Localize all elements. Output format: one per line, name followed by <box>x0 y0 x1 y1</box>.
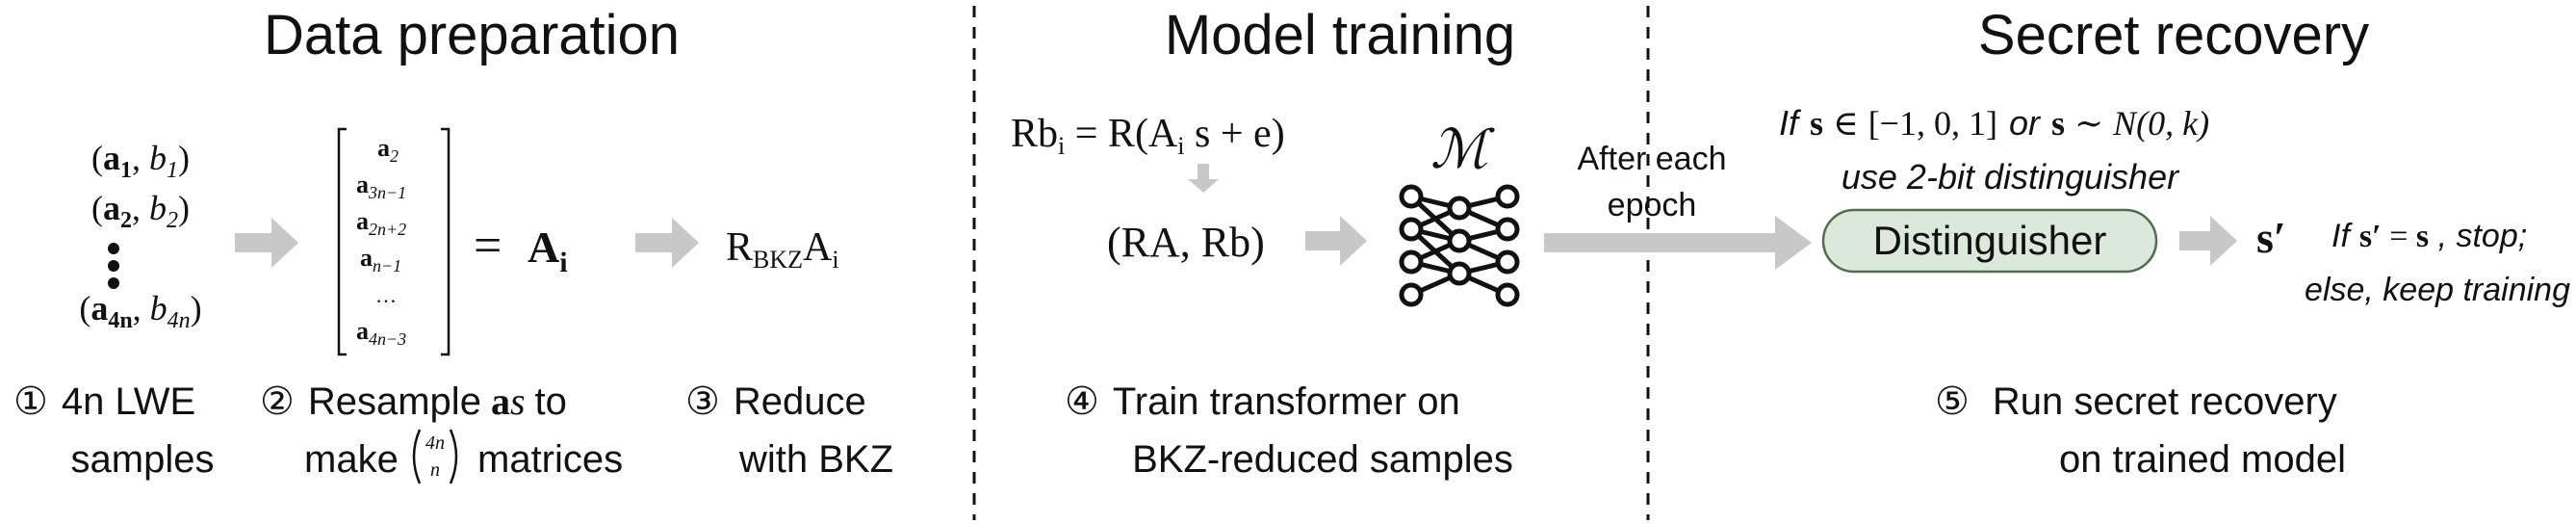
section-title-model-training: Model training <box>1165 4 1515 66</box>
binom-bottom: n <box>430 459 440 481</box>
svg-text:①4n LWE: ①4n LWE <box>13 380 195 423</box>
vdot-3 <box>108 277 119 289</box>
matrix-row-6: a4n−3 <box>356 317 406 349</box>
arrow-matrix-to-reduced <box>635 218 699 268</box>
arrow-input-to-model <box>1305 216 1367 266</box>
training-input: (RA, Rb) <box>1107 219 1265 266</box>
arrow-distinguisher-to-output <box>2179 216 2237 266</box>
step-5-number: ⑤ <box>1935 380 1970 423</box>
sample-row-1: (a1, b1) <box>91 139 190 183</box>
svg-text:on trained model: on trained model <box>2059 438 2346 481</box>
matrix-equals: = <box>474 219 502 274</box>
stop-note-line2: else, keep training <box>2305 272 2570 308</box>
distinguisher-label: Distinguisher <box>1873 218 2107 263</box>
svg-text:make: make <box>304 438 399 481</box>
output-s-prime: s′ <box>2256 213 2286 262</box>
binom-top: 4n <box>425 432 445 454</box>
svg-text:with BKZ: with BKZ <box>738 438 893 481</box>
step-4-number: ④ <box>1065 380 1099 423</box>
svg-text:matrices: matrices <box>477 438 623 481</box>
training-equation: Rbi = R(Ai s + e) <box>1011 112 1285 160</box>
arrow-samples-to-matrix <box>235 218 298 268</box>
condition-line2: use 2-bit distinguisher <box>1842 157 2180 196</box>
svg-text:samples: samples <box>71 438 215 481</box>
arrow-model-to-distinguisher <box>1544 216 1812 270</box>
matrix-bracket-right <box>441 127 451 356</box>
vdot-1 <box>108 243 119 254</box>
matrix-rhs-Ai: Ai <box>528 223 568 278</box>
matrix-row-2: a3n−1 <box>356 170 406 202</box>
section-title-data-preparation: Data preparation <box>264 4 680 66</box>
svg-text:BKZ-reduced samples: BKZ-reduced samples <box>1132 438 1513 481</box>
after-epoch-line2: epoch <box>1608 187 1697 223</box>
model-symbol: ℳ <box>1430 120 1495 180</box>
sample-row-2: (a2, b2) <box>91 189 190 233</box>
section-title-secret-recovery: Secret recovery <box>1978 4 2369 66</box>
sample-row-4n: (a4n, b4n) <box>79 289 201 333</box>
matrix-bracket-left <box>337 127 347 356</box>
distinguisher-box <box>1821 208 2158 274</box>
matrix-row-1: a2 <box>377 134 399 166</box>
step-3-number: ③ <box>685 380 720 423</box>
binom-paren-right <box>449 429 458 485</box>
reduced-matrix: RBKZAi <box>726 225 839 274</box>
lwe-samples: (a1, b1) (a2, b2) (a4n, b4n) <box>79 139 201 333</box>
matrix-row-4: an−1 <box>360 244 401 275</box>
binom-paren-left <box>412 429 422 485</box>
after-epoch-line1: After each <box>1578 141 1727 177</box>
matrix: a2 a3n−1 a2n+2 an−1 … a4n−3 = Ai <box>337 127 568 356</box>
matrix-row-3: a2n+2 <box>356 207 406 239</box>
step-1-number: ① <box>13 380 48 423</box>
neural-network-icon <box>1399 184 1520 307</box>
arrow-down <box>1188 164 1219 193</box>
step-2-number: ② <box>260 380 295 423</box>
vdot-2 <box>108 260 119 272</box>
matrix-row-5: … <box>375 283 397 307</box>
